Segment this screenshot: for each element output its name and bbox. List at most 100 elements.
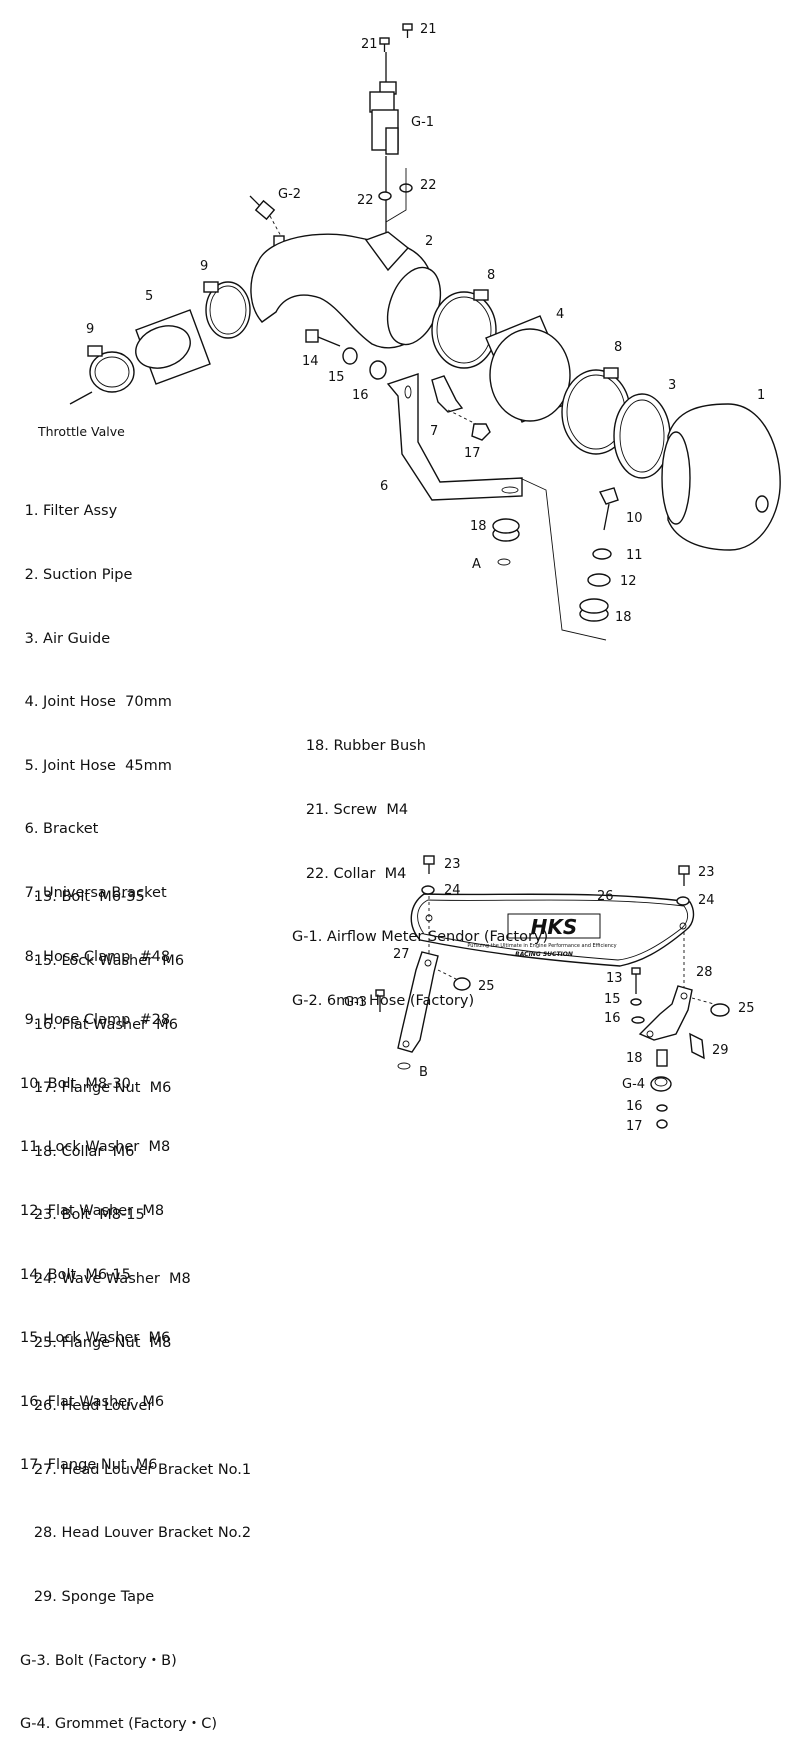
list-item: 25. Flange Nut M8	[20, 1334, 172, 1351]
callout-16: 16	[352, 388, 369, 403]
callout-23-right: 23	[698, 865, 715, 880]
list-item: 22. Collar M4	[292, 865, 407, 882]
callout-8-upper: 8	[487, 268, 495, 283]
list-item: G-3. Bolt (Factory・B)	[20, 1652, 177, 1669]
callout-2: 2	[425, 234, 433, 249]
list-item: 6. Bracket	[20, 821, 99, 838]
callout-22-left: 22	[357, 193, 374, 208]
bolt-23-right-stack	[676, 865, 690, 990]
list-item: 9. Hose Clamp #28	[20, 1012, 171, 1029]
callout-26: 26	[597, 889, 614, 904]
callout-28: 28	[696, 965, 713, 980]
joint-hose-45mm	[135, 309, 211, 385]
list-item: 15. Lock Washer M6	[20, 953, 185, 969]
hose-clamp-9-lower	[69, 345, 135, 405]
callout-g2: G-2	[278, 187, 301, 202]
callout-22-right: 22	[420, 178, 437, 193]
callout-g1: G-1	[411, 115, 434, 130]
list-item: 21. Screw M4	[292, 802, 409, 818]
list-item: 7. Universa Bracket	[20, 884, 167, 901]
callout-14: 14	[302, 354, 319, 369]
callout-18-right: 18	[615, 610, 632, 625]
callout-23-left: 23	[444, 857, 461, 872]
callout-17: 17	[626, 1119, 643, 1134]
hose-clamp-8-upper	[431, 289, 497, 369]
list-item: 8. Hose Clamp #48	[20, 948, 171, 965]
callout-15: 15	[328, 370, 345, 385]
lower-callouts: 23 24 26 23 24 27 25 G-3 B 13 28 15 25 1…	[344, 857, 755, 1134]
callout-13: 13	[606, 971, 623, 986]
callout-18-left: 18	[470, 519, 487, 534]
screw-21-left	[379, 37, 390, 52]
hose-clamp-8-lower	[561, 367, 631, 455]
screw-21-right	[402, 23, 413, 38]
list-item: 23. Bolt M8-15	[20, 1207, 145, 1224]
callout-6: 6	[380, 479, 388, 494]
callout-16-upper: 16	[604, 1011, 621, 1026]
callout-5: 5	[145, 289, 153, 304]
bolt-10-stack	[579, 487, 619, 622]
callout-25-left: 25	[478, 979, 495, 994]
exploded-parts-diagram: 21 21 G-1 22 22 G-2 2 9 5 8 4 9 14 15 16…	[37, 22, 781, 1134]
callout-21-right: 21	[420, 22, 437, 37]
list-item: 5. Joint Hose 45mm	[20, 757, 172, 774]
parts-list-lower: 13. Bolt M6-35 15. Lock Washer M6 16. Fl…	[20, 845, 251, 1757]
callout-b: B	[419, 1065, 428, 1080]
bolt-23-left-stack	[421, 855, 435, 960]
list-item: 17. Flange Nut M6	[20, 1080, 172, 1097]
list-item: 28. Head Louver Bracket No.2	[20, 1525, 252, 1542]
bolt-13-stack	[630, 967, 672, 1129]
list-item: 4. Joint Hose 70mm	[20, 694, 172, 711]
callout-8-lower: 8	[614, 340, 622, 355]
callout-18: 18	[626, 1051, 643, 1066]
list-item: G-1. Airflow Meter Sendor (Factory)	[292, 929, 549, 946]
callout-21-left: 21	[361, 37, 378, 52]
hose-clamp-9-upper	[203, 281, 251, 339]
list-item: 18. Rubber Bush	[292, 738, 426, 755]
callout-17: 17	[464, 446, 481, 461]
universal-bracket	[431, 375, 491, 441]
list-item: 10. Bolt M8-30	[20, 1075, 131, 1092]
callout-16-lower: 16	[626, 1099, 643, 1114]
callout-1: 1	[757, 388, 765, 403]
list-item: 13. Bolt M6-35	[20, 889, 145, 906]
callout-24-right: 24	[698, 893, 715, 908]
bracket	[386, 373, 607, 641]
louver-slogan: Pursuing the Ultimate in Engine Performa…	[467, 943, 616, 949]
head-louver: HKS Pursuing the Ultimate in Engine Perf…	[410, 893, 695, 967]
filter-assy	[661, 403, 781, 551]
list-item: 16. Flat Washer M6	[20, 1016, 178, 1033]
callout-9-upper: 9	[200, 259, 208, 274]
callout-12: 12	[620, 574, 637, 589]
callout-a: A	[472, 557, 481, 572]
hks-logo: HKS	[531, 915, 578, 939]
callout-10: 10	[626, 511, 643, 526]
list-item: G-2. 6mm Hose (Factory)	[292, 992, 475, 1009]
callout-g4: G-4	[622, 1077, 645, 1092]
callout-g3: G-3	[344, 995, 367, 1010]
parts-list-upper-right: 18. Rubber Bush 21. Screw M4 22. Collar …	[292, 694, 548, 1033]
callout-11: 11	[626, 548, 643, 563]
list-item: G-4. Grommet (Factory・C)	[20, 1716, 218, 1733]
air-guide	[613, 393, 671, 479]
list-item: 26. Head Louver	[20, 1398, 154, 1415]
list-item: 2. Suction Pipe	[20, 567, 133, 583]
louver-product-name: RACING SUCTION	[515, 951, 573, 958]
rubber-bush-18-left	[492, 518, 520, 566]
callout-25-right: 25	[738, 1001, 755, 1016]
bolt-14-washers	[305, 329, 387, 380]
list-item: 29. Sponge Tape	[20, 1588, 155, 1605]
callout-24-left: 24	[444, 883, 461, 898]
callout-9-lower: 9	[86, 322, 94, 337]
callout-4: 4	[556, 307, 564, 322]
list-item: 3. Air Guide	[20, 630, 111, 647]
list-item: 1. Filter Assy	[20, 503, 118, 520]
throttle-valve-label: Throttle Valve	[37, 424, 125, 439]
callout-15: 15	[604, 992, 621, 1007]
list-item: 24. Wave Washer M8	[20, 1270, 191, 1287]
collar-22-pair	[378, 168, 413, 223]
head-louver-bracket-1	[375, 951, 471, 1070]
upper-callouts: 21 21 G-1 22 22 G-2 2 9 5 8 4 9 14 15 16…	[37, 22, 765, 625]
hose-6mm	[249, 195, 285, 247]
list-item: 18. Collar M6	[20, 1143, 135, 1160]
